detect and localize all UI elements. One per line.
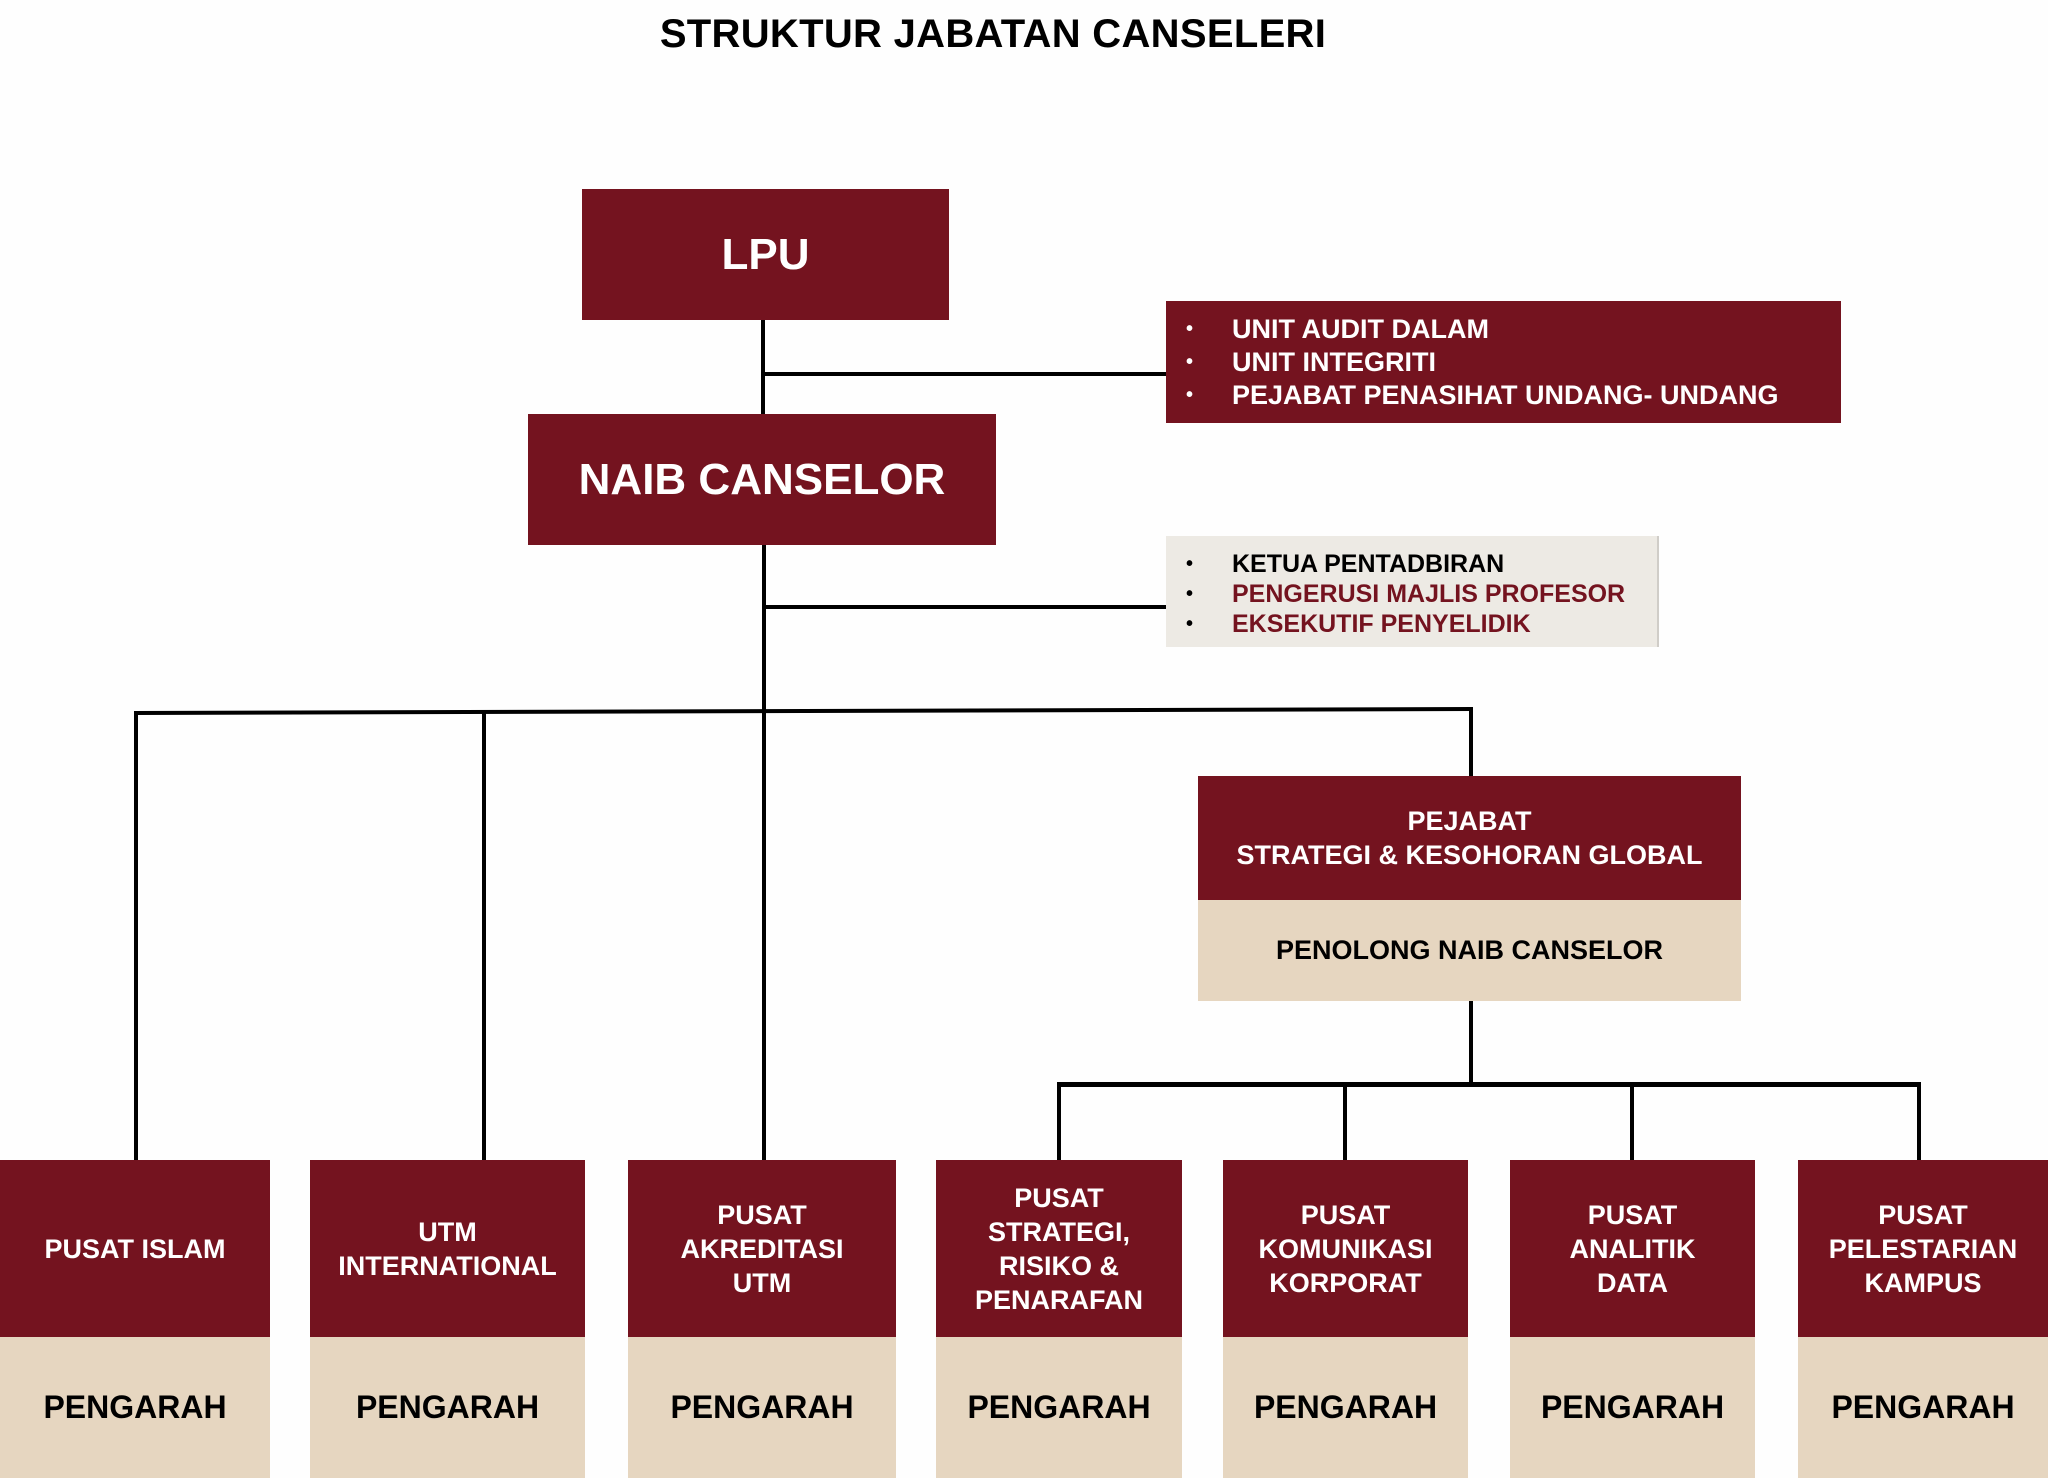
node-unit-label-line: PUSAT xyxy=(1014,1182,1104,1213)
list-item: • PEJABAT PENASIHAT UNDANG- UNDANG xyxy=(1186,379,1841,412)
node-unit-label-line: KORPORAT xyxy=(1269,1267,1422,1298)
node-pejabat-head: PENOLONG NAIB CANSELOR xyxy=(1198,900,1741,1001)
list-item: • UNIT INTEGRITI xyxy=(1186,346,1841,379)
nc-units-box: • KETUA PENTADBIRAN • PENGERUSI MAJLIS P… xyxy=(1166,536,1659,647)
bullet-icon: • xyxy=(1186,553,1194,575)
connector-lpu-nc xyxy=(761,320,765,414)
connector-drop-5 xyxy=(1343,1086,1347,1160)
node-unit-head-label: PENGARAH xyxy=(670,1389,854,1425)
connector-lpu-units xyxy=(763,372,1166,376)
chart-title: STRUKTUR JABATAN CANSELERI xyxy=(659,12,1327,56)
connector-drop-7 xyxy=(1917,1084,1921,1160)
connector-drop-1 xyxy=(134,713,138,1160)
list-item: • KETUA PENTADBIRAN xyxy=(1186,549,1657,579)
list-item-label: KETUA PENTADBIRAN xyxy=(1232,550,1505,578)
node-pejabat-line1: PEJABAT xyxy=(1407,806,1532,836)
bullet-icon: • xyxy=(1186,384,1194,406)
node-unit-head-label: PENGARAH xyxy=(967,1389,1151,1425)
node-unit-head-label: PENGARAH xyxy=(43,1389,227,1425)
node-lpu-label: LPU xyxy=(721,229,810,279)
connector-top-bar xyxy=(133,707,1473,715)
list-item: • PENGERUSI MAJLIS PROFESOR xyxy=(1186,579,1657,609)
node-naib-canselor-label: NAIB CANSELOR xyxy=(578,454,946,504)
bullet-icon: • xyxy=(1186,583,1194,605)
node-unit-label-line: INTERNATIONAL xyxy=(338,1250,557,1281)
node-unit-head-label: PENGARAH xyxy=(355,1389,540,1425)
node-pejabat-line2: STRATEGI & KESOHORAN GLOBAL xyxy=(1236,840,1703,870)
node-unit-label-line: PELESTARIAN xyxy=(1828,1233,2018,1264)
connector-pejabat-down xyxy=(1469,1001,1473,1084)
node-unit-head: PENGARAH xyxy=(936,1337,1182,1478)
list-item-label: EKSEKUTIF PENYELIDIK xyxy=(1232,610,1531,638)
connector-lower-bar xyxy=(1057,1082,1921,1087)
connector-drop-2 xyxy=(482,713,486,1160)
node-unit-label-line: PUSAT xyxy=(717,1199,807,1230)
list-item-label: UNIT AUDIT DALAM xyxy=(1232,314,1489,344)
bullet-icon: • xyxy=(1186,318,1194,340)
connector-nc-spine xyxy=(762,545,766,1160)
lpu-units-box: • UNIT AUDIT DALAM • UNIT INTEGRITI • PE… xyxy=(1166,301,1841,423)
list-item-label: PENGERUSI MAJLIS PROFESOR xyxy=(1232,580,1626,608)
node-unit-head-label: PENGARAH xyxy=(1831,1389,2015,1425)
list-item-label: UNIT INTEGRITI xyxy=(1232,347,1436,377)
node-unit-label-line: PENARAFAN xyxy=(974,1284,1143,1315)
node-unit-label-line: KOMUNIKASI xyxy=(1258,1233,1433,1264)
node-naib-canselor: NAIB CANSELOR xyxy=(528,414,996,545)
node-unit-label-line: DATA xyxy=(1597,1267,1668,1298)
node-unit-label-line: PUSAT xyxy=(1878,1199,1968,1230)
node-unit-head: PENGARAH xyxy=(1510,1337,1755,1478)
node-unit-label-line: ANALITIK xyxy=(1569,1233,1696,1264)
bullet-icon: • xyxy=(1186,351,1194,373)
node-unit-label-line: RISIKO & xyxy=(998,1250,1119,1281)
node-pejabat-strategi: PEJABAT STRATEGI & KESOHORAN GLOBAL xyxy=(1198,776,1741,900)
list-item: • UNIT AUDIT DALAM xyxy=(1186,313,1841,346)
node-pejabat-head-label: PENOLONG NAIB CANSELOR xyxy=(1275,935,1664,965)
node-unit-label-line: KAMPUS xyxy=(1864,1267,1982,1298)
node-lpu: LPU xyxy=(582,189,949,320)
node-unit-label-line: PUSAT xyxy=(1300,1199,1391,1230)
node-unit-label-line: STRATEGI, xyxy=(987,1216,1130,1247)
bullet-icon: • xyxy=(1186,613,1194,635)
connector-nc-units xyxy=(764,605,1166,609)
connector-drop-4 xyxy=(1057,1084,1061,1160)
node-unit-label-line: PUSAT xyxy=(1587,1199,1678,1230)
list-item-label: PEJABAT PENASIHAT UNDANG- UNDANG xyxy=(1232,380,1779,410)
node-unit-label-line: UTM xyxy=(732,1267,792,1298)
node-unit-label-line: PUSAT ISLAM xyxy=(44,1233,226,1264)
node-unit-label-line: AKREDITASI xyxy=(680,1233,844,1264)
node-unit-head: PENGARAH xyxy=(628,1337,896,1478)
node-unit-head-label: PENGARAH xyxy=(1540,1389,1725,1425)
list-item: • EKSEKUTIF PENYELIDIK xyxy=(1186,609,1657,639)
node-unit-label-line: UTM xyxy=(418,1216,477,1247)
node-unit-head-label: PENGARAH xyxy=(1253,1389,1438,1425)
node-unit-head: PENGARAH xyxy=(1798,1337,2048,1478)
node-unit-head: PENGARAH xyxy=(1223,1337,1468,1478)
node-unit: PUSAT ISLAM xyxy=(0,1160,270,1337)
connector-drop-6 xyxy=(1630,1086,1634,1160)
connector-drop-pejabat xyxy=(1469,707,1473,776)
node-unit-head: PENGARAH xyxy=(310,1337,585,1478)
node-unit-head: PENGARAH xyxy=(0,1337,270,1478)
